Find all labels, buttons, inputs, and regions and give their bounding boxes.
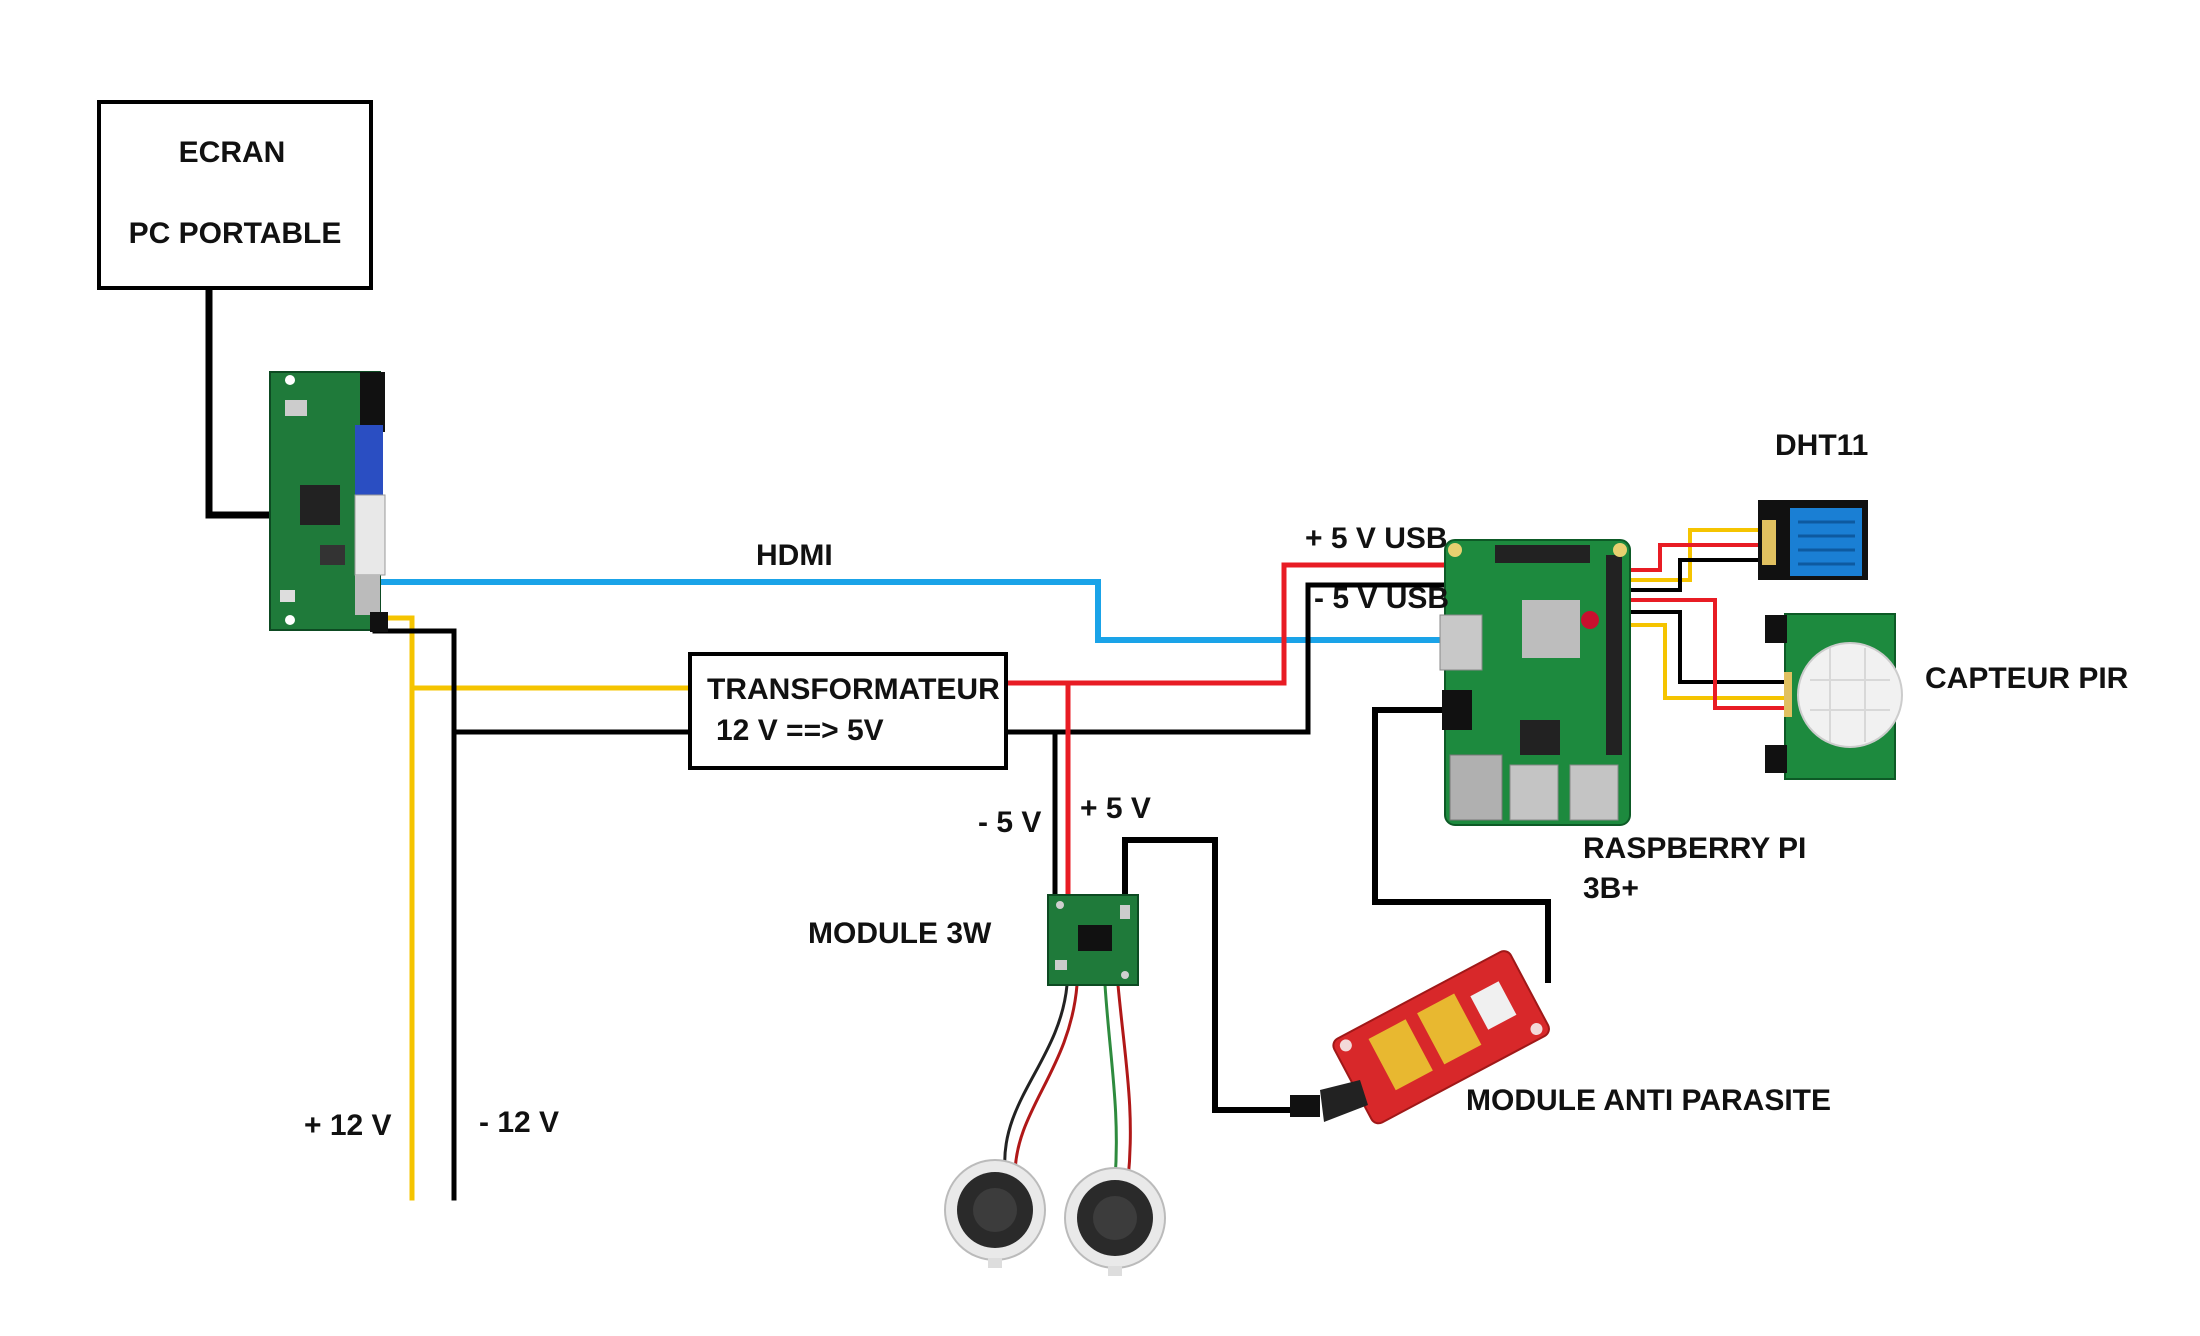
- dht11-red-wire: [1608, 543, 1762, 572]
- capteur-pir-label: CAPTEUR PIR: [1925, 662, 2129, 695]
- transformer-label-line2: 12 V ==> 5V: [716, 714, 884, 747]
- raspberry-label-line2: 3B+: [1583, 872, 1639, 905]
- transformer-label-line1: TRANSFORMATEUR: [707, 673, 1000, 706]
- pir-sensor: [1765, 613, 1903, 780]
- speaker1-red-wire: [1013, 983, 1079, 1177]
- anti-parasite-module: [1290, 950, 1550, 1125]
- lcd-controller-board: [269, 371, 388, 632]
- plus-12v-label: + 12 V: [304, 1109, 392, 1142]
- module-3w-label: MODULE 3W: [808, 917, 992, 950]
- dht11-sensor: [1758, 500, 1868, 580]
- plus-5v-usb-label: + 5 V USB: [1305, 522, 1448, 555]
- labels: HDMI + 5 V USB - 5 V USB - 5 V + 5 V MOD…: [304, 429, 2129, 1142]
- raspberry-pi-board: [1439, 539, 1631, 826]
- dht11-black-wire: [1608, 558, 1762, 592]
- hdmi-wire: [377, 579, 1445, 643]
- speaker1-black-wire: [1003, 983, 1069, 1172]
- wires: [205, 284, 1797, 1201]
- screen-box: ECRAN PC PORTABLE: [97, 100, 373, 290]
- module-3w-board: [1047, 894, 1139, 986]
- pir-black-wire: [1608, 610, 1797, 684]
- screen-cable-wire: [205, 284, 274, 519]
- speaker-left: [944, 1159, 1046, 1268]
- plus-5v-label: + 5 V: [1080, 792, 1151, 825]
- audio-to-module-wire: [1122, 837, 1293, 1113]
- minus-5v-label: - 5 V: [978, 806, 1041, 839]
- transformer-box: TRANSFORMATEUR 12 V ==> 5V: [688, 652, 1008, 770]
- screen-label-line1: ECRAN: [179, 136, 286, 169]
- screen-label-line2: PC PORTABLE: [129, 217, 342, 250]
- dht11-label: DHT11: [1775, 429, 1868, 462]
- module-anti-parasite-label: MODULE ANTI PARASITE: [1466, 1084, 1831, 1117]
- raspberry-audio-wire: [1372, 707, 1551, 983]
- minus-12v-wire: [372, 628, 457, 1201]
- speaker2-red-wire: [1116, 983, 1132, 1182]
- minus-5v-usb-label: - 5 V USB: [1314, 582, 1449, 615]
- pir-red-wire: [1608, 598, 1797, 710]
- plus-5v-usb-wire: [1004, 562, 1451, 686]
- dht11-yellow-wire: [1608, 528, 1762, 582]
- pir-yellow-wire: [1608, 623, 1797, 700]
- speaker2-green-wire: [1103, 983, 1118, 1182]
- raspberry-label-line1: RASPBERRY PI: [1583, 832, 1806, 865]
- minus-12v-label: - 12 V: [479, 1106, 559, 1139]
- minus-5v-usb-wire: [1004, 582, 1451, 735]
- speaker-right: [1064, 1167, 1166, 1276]
- hdmi-label: HDMI: [756, 539, 833, 572]
